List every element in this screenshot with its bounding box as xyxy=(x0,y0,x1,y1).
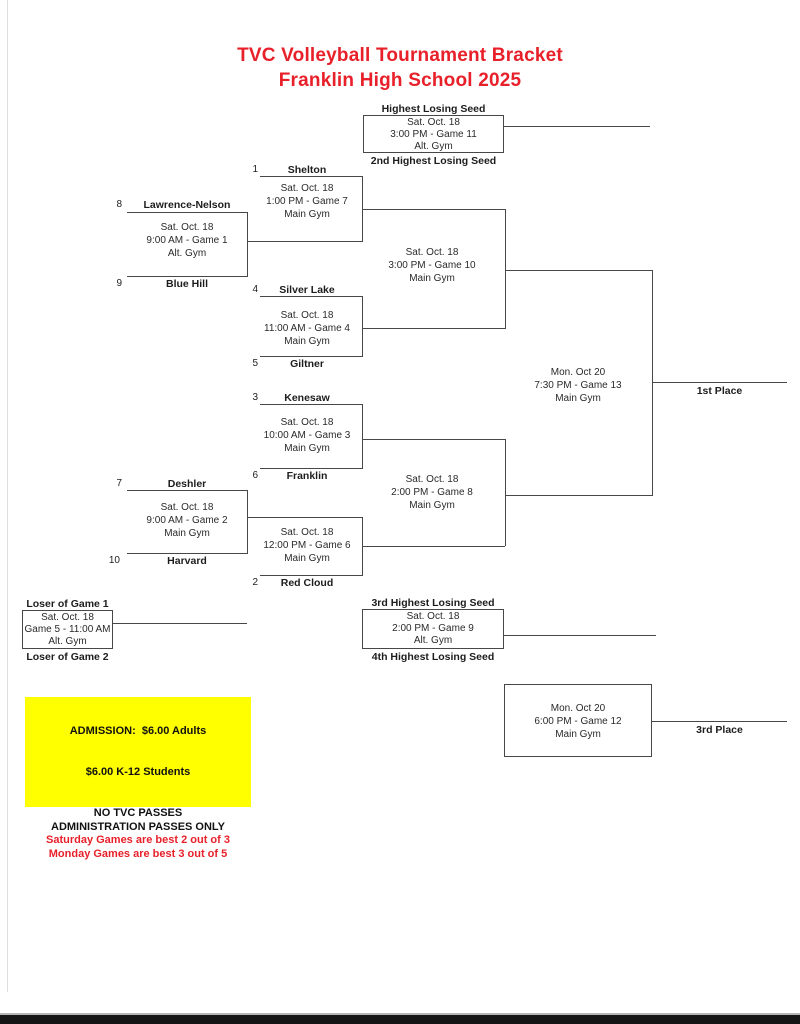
seed-2: 2 xyxy=(252,577,258,588)
admission-students: $6.00 K-12 Students xyxy=(85,765,191,778)
game-2-details: Sat. Oct. 18 9:00 AM - Game 2 Main Gym xyxy=(146,502,228,539)
admission-admin-passes: ADMINISTRATION PASSES ONLY xyxy=(51,820,225,833)
bracket-line-deshler xyxy=(127,490,247,492)
bracket-line-game8-right xyxy=(505,439,507,546)
seed-7: 7 xyxy=(116,478,122,489)
bracket-line-game10-winner xyxy=(505,270,652,272)
bracket-line-game1-winner xyxy=(247,241,363,243)
admission-monday-rule: Monday Games are best 3 out of 5 xyxy=(48,847,228,860)
bracket-line-game9-winner xyxy=(504,635,656,637)
bracket-line-silver-lake xyxy=(260,296,362,298)
team-label-red-cloud: Red Cloud xyxy=(280,577,334,589)
bracket-line-giltner xyxy=(260,356,362,358)
admission-notice: ADMISSION: $6.00 Adults $6.00 K-12 Stude… xyxy=(25,697,251,861)
game-9-details: Sat. Oct. 18 2:00 PM - Game 9 Alt. Gym xyxy=(392,611,474,646)
bracket-line-blue-hill xyxy=(127,276,247,278)
bracket-line-kenesaw xyxy=(260,404,362,406)
admission-adults: ADMISSION: $6.00 Adults xyxy=(69,725,207,737)
game-9-box xyxy=(362,609,504,649)
admission-saturday-rule: Saturday Games are best 2 out of 3 xyxy=(45,834,230,846)
bracket-line-game4-winner xyxy=(362,328,505,330)
team-label-franklin: Franklin xyxy=(286,470,328,482)
bracket-line-game10-right xyxy=(505,209,507,329)
bracket-line-third-place xyxy=(652,721,787,723)
team-label-shelton: Shelton xyxy=(287,164,327,176)
bracket-line-red-cloud xyxy=(260,575,362,577)
team-label-kenesaw: Kenesaw xyxy=(284,392,330,404)
game-6-details: Sat. Oct. 18 12:00 PM - Game 6 Main Gym xyxy=(263,527,351,564)
bracket-line-game4-right xyxy=(362,296,364,357)
team-label-blue-hill: Blue Hill xyxy=(165,278,208,290)
bracket-line-game6-winner xyxy=(362,546,505,548)
bracket-line-franklin xyxy=(260,468,362,470)
scan-bottom-edge-gray xyxy=(0,1013,800,1015)
seed-4: 4 xyxy=(252,284,258,295)
bracket-line-game1-right xyxy=(247,212,249,277)
slot-label-3rd-highest-losing-seed: 3rd Highest Losing Seed xyxy=(371,597,495,609)
game-11-box xyxy=(363,115,504,153)
game-10-details: Sat. Oct. 18 3:00 PM - Game 10 Main Gym xyxy=(388,247,476,284)
bracket-line-game7-winner xyxy=(362,209,505,211)
bracket-line-game8-winner xyxy=(505,495,652,497)
admission-no-passes: NO TVC PASSES xyxy=(93,807,183,819)
team-label-harvard: Harvard xyxy=(167,555,207,567)
game-1-details: Sat. Oct. 18 9:00 AM - Game 1 Alt. Gym xyxy=(146,222,228,259)
game-5-details: Sat. Oct. 18 Game 5 - 11:00 AM Alt. Gym xyxy=(24,612,111,647)
team-label-silver-lake: Silver Lake xyxy=(279,284,335,296)
game-8-details: Sat. Oct. 18 2:00 PM - Game 8 Main Gym xyxy=(391,474,473,511)
scan-edge-line xyxy=(7,0,8,992)
bracket-line-game3-winner xyxy=(362,439,505,441)
bracket-line-game2-right xyxy=(247,490,249,554)
bracket-line-lawrence-nelson xyxy=(127,212,247,214)
seed-6: 6 xyxy=(252,470,258,481)
game-5-box xyxy=(22,610,113,649)
seed-5: 5 xyxy=(252,358,258,369)
first-place-label: 1st Place xyxy=(696,385,743,397)
admission-highlight: ADMISSION: $6.00 Adults $6.00 K-12 Stude… xyxy=(25,697,251,807)
seed-1: 1 xyxy=(252,164,258,175)
seed-10: 10 xyxy=(108,555,120,566)
slot-label-loser-game2: Loser of Game 2 xyxy=(26,651,109,663)
slot-label-highest-losing-seed: Highest Losing Seed xyxy=(381,103,486,115)
game-3-details: Sat. Oct. 18 10:00 AM - Game 3 Main Gym xyxy=(263,417,351,454)
game-13-details: Mon. Oct 20 7:30 PM - Game 13 Main Gym xyxy=(534,367,622,404)
bracket-line-game5-winner xyxy=(113,623,247,625)
third-place-label: 3rd Place xyxy=(696,724,743,736)
game-12-details: Mon. Oct 20 6:00 PM - Game 12 Main Gym xyxy=(534,703,622,740)
page-title-line2: Franklin High School 2025 xyxy=(278,70,522,91)
seed-8: 8 xyxy=(116,199,122,210)
game-12-box xyxy=(504,684,652,757)
team-label-lawrence-nelson: Lawrence-Nelson xyxy=(143,199,231,211)
game-4-details: Sat. Oct. 18 11:00 AM - Game 4 Main Gym xyxy=(264,310,350,347)
bracket-line-shelton xyxy=(260,176,362,178)
page-title-line1: TVC Volleyball Tournament Bracket xyxy=(237,45,563,66)
bracket-line-first-place xyxy=(652,382,787,384)
game-7-details: Sat. Oct. 18 1:00 PM - Game 7 Main Gym xyxy=(266,183,348,220)
slot-label-2nd-highest-losing-seed: 2nd Highest Losing Seed xyxy=(370,155,497,167)
seed-3: 3 xyxy=(252,392,258,403)
slot-label-loser-game1: Loser of Game 1 xyxy=(26,598,109,610)
game-11-details: Sat. Oct. 18 3:00 PM - Game 11 Alt. Gym xyxy=(390,117,477,152)
slot-label-4th-highest-losing-seed: 4th Highest Losing Seed xyxy=(371,651,495,663)
bracket-line-game2-winner xyxy=(247,517,363,519)
team-label-deshler: Deshler xyxy=(167,478,207,490)
scan-bottom-edge-black xyxy=(0,1015,800,1024)
bracket-line-game3-right xyxy=(362,404,364,469)
seed-9: 9 xyxy=(116,278,122,289)
bracket-line-game11-winner xyxy=(504,126,650,128)
team-label-giltner: Giltner xyxy=(290,358,324,370)
bracket-line-harvard xyxy=(127,553,247,555)
